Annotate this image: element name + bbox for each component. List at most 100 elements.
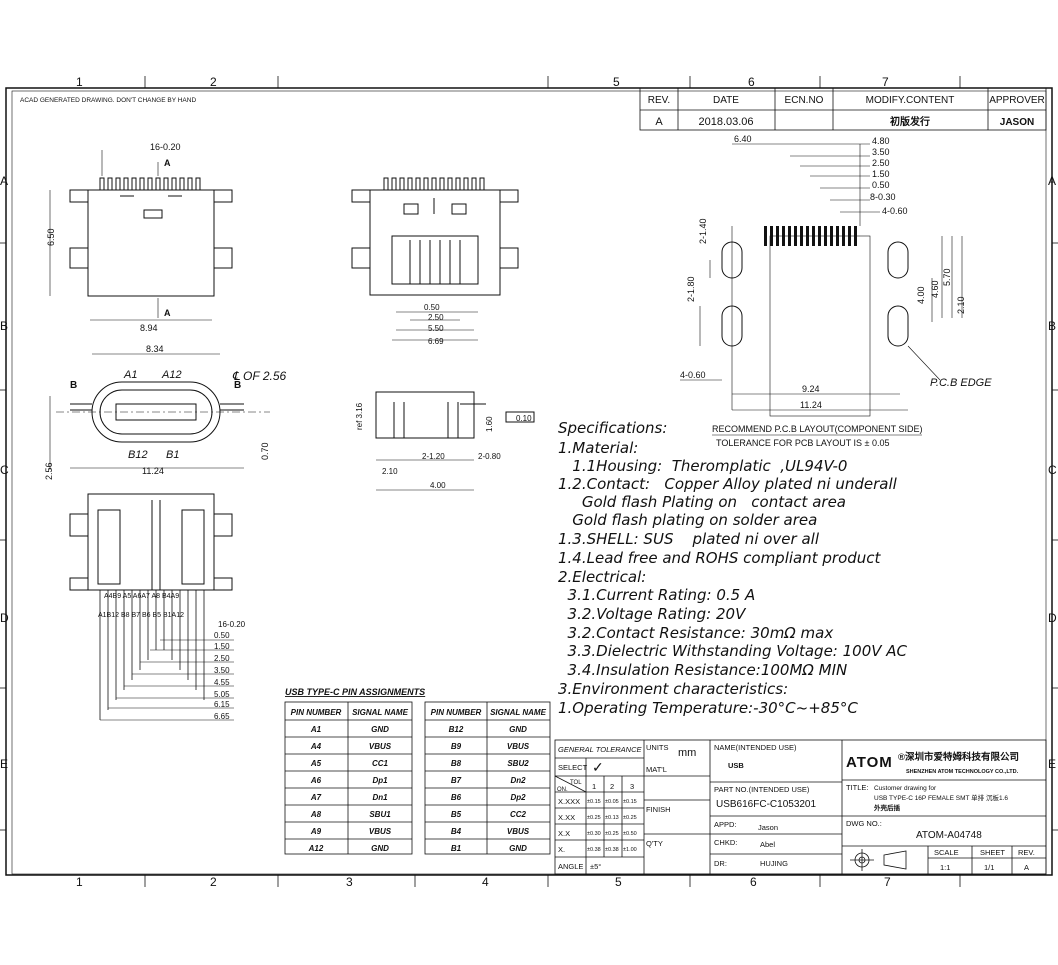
- appd-value: Jason: [758, 823, 778, 832]
- spec-line-11: 3.2.Contact Resistance: 30mΩ max: [558, 624, 833, 642]
- pin-left-0-sig: GND: [371, 725, 389, 734]
- tol-row-0-v3: ±0.15: [623, 799, 637, 805]
- tol-col-2: 2: [610, 782, 614, 791]
- angle-value: ±5°: [590, 862, 601, 871]
- pin-right-1-sig: VBUS: [507, 742, 530, 751]
- company-logo: ATOM: [846, 754, 893, 771]
- side-dim-h: 1.60: [485, 416, 494, 432]
- pin-table-title: USB TYPE-C PIN ASSIGNMENTS: [285, 687, 425, 697]
- title-line-1: Customer drawing for: [874, 785, 937, 792]
- company-name-en: SHENZHEN ATOM TECHNOLOGY CO.,LTD.: [906, 769, 1019, 775]
- mouth-label-a1: A1: [123, 369, 137, 381]
- top-dim-height: 6.50: [46, 228, 56, 246]
- header-note: ACAD GENERATED DRAWING. DON'T CHANGE BY …: [20, 97, 196, 104]
- general-tolerance-label: GENERAL TOLERANCE: [558, 745, 642, 754]
- front-dim-2: 2.50: [428, 313, 444, 322]
- tol-row-1-v1: ±0.25: [587, 815, 601, 821]
- side-view-dims: ref 3.16 1.60 0.10 2-1.20 2-0.80 2.10 4.…: [355, 402, 532, 490]
- bottom-view-pins: [99, 590, 205, 720]
- grid-row-d: D: [0, 611, 9, 625]
- mouth-label-b1: B1: [166, 449, 179, 461]
- grid-col-6: 6: [748, 75, 755, 89]
- scale-value: 1:1: [940, 863, 950, 872]
- pin-right-7-num: B1: [451, 844, 462, 853]
- bottom-dim-5: 4.55: [214, 678, 230, 687]
- rev-header-date: DATE: [713, 95, 739, 106]
- front-dim-3: 5.50: [428, 324, 444, 333]
- mouth-label-center: ℄ OF 2.56: [232, 369, 287, 383]
- spec-line-2: 1.1Housing: Theromplatic ,UL94V-0: [558, 457, 847, 475]
- pcb-edge-label: P.C.B EDGE: [930, 377, 992, 389]
- pin-right-header-number: PIN NUMBER: [431, 708, 482, 717]
- pin-right-6-sig: VBUS: [507, 827, 530, 836]
- bottom-view-dims: A4B9 A5 A6A7 A8 B4A9 A1B12 B8 B7 B6 B5 B…: [98, 593, 246, 721]
- pcb-pads: [764, 226, 857, 246]
- grid-col-4-bottom: 4: [482, 875, 489, 889]
- tol-row-2-label: X.X: [558, 829, 570, 838]
- rev-value-rev: A: [655, 116, 663, 128]
- spec-line-7: 1.4.Lead free and ROHS compliant product: [558, 549, 882, 567]
- tol-row-3-v1: ±0.38: [587, 847, 601, 853]
- pin-left-3-num: A6: [310, 776, 322, 785]
- front-view-pins: [383, 177, 485, 191]
- bottom-dim-6: 5.05: [214, 690, 230, 699]
- pcb-dim-top-4: 1.50: [872, 169, 890, 179]
- tol-row-3-v2: ±0.38: [605, 847, 619, 853]
- pin-right-5-num: B5: [451, 810, 462, 819]
- pin-left-2-num: A5: [310, 759, 322, 768]
- rev-value: A: [1024, 863, 1029, 872]
- mouth-view-dims: 8.34 A1 A12 ℄ OF 2.56 B B B12 B1 11.24 2…: [44, 344, 287, 480]
- pin-right-7-sig: GND: [509, 844, 527, 853]
- pcb-dim-top-2: 3.50: [872, 147, 890, 157]
- pin-left-1-num: A4: [310, 742, 322, 751]
- spec-line-4: Gold flash Plating on contact area: [558, 493, 846, 511]
- projection-symbol-icon: [850, 849, 907, 871]
- side-dim-flat: 0.10: [516, 414, 532, 423]
- mouth-view: [49, 353, 270, 470]
- pin-left-header-signal: SIGNAL NAME: [352, 708, 409, 717]
- pcb-dim-top-1: 4.80: [872, 136, 890, 146]
- bottom-pin-labels-bottom: A1B12 B8 B7 B6 B5 B1A12: [98, 612, 184, 619]
- pin-right-2-sig: SBU2: [507, 759, 529, 768]
- mouth-dim-overall: 11.24: [142, 466, 164, 476]
- select-check: ✓: [592, 759, 604, 775]
- pcb-dim-top-7: 4-0.60: [882, 206, 908, 216]
- pcb-dim-bottom-1: 9.24: [802, 384, 820, 394]
- pin-left-7-num: A12: [308, 844, 324, 853]
- pin-right-1-num: B9: [451, 742, 462, 751]
- bottom-dim-3: 2.50: [214, 654, 230, 663]
- part-value: USB616FC-C1053201: [716, 799, 816, 810]
- pin-left-4-sig: Dn1: [372, 793, 388, 802]
- pcb-tolerance: TOLERANCE FOR PCB LAYOUT IS ± 0.05: [716, 438, 890, 448]
- grid-col-1: 1: [76, 75, 83, 89]
- pcb-dim-side-1: 2-1.80: [686, 276, 696, 302]
- spec-line-12: 3.3.Dielectric Withstanding Voltage: 100…: [558, 642, 908, 660]
- pcb-layout: [680, 143, 963, 417]
- spec-line-10: 3.2.Voltage Rating: 20V: [558, 605, 747, 623]
- pin-right-4-sig: Dp2: [510, 793, 526, 802]
- rev-value-modify: 初版发行: [890, 115, 930, 128]
- pcb-layout-title: RECOMMEND P.C.B LAYOUT(COMPONENT SIDE): [712, 424, 923, 434]
- bottom-dim-1: 0.50: [214, 631, 230, 640]
- rev-value-date: 2018.03.06: [698, 116, 753, 128]
- sheet-value: 1/1: [984, 863, 994, 872]
- spec-line-9: 3.1.Current Rating: 0.5 A: [558, 586, 755, 604]
- sheet-label: SHEET: [980, 848, 1005, 857]
- pcb-dim-bottom-0: 4-0.60: [680, 370, 706, 380]
- tol-row-0-v1: ±0.15: [587, 799, 601, 805]
- spec-line-13: 3.4.Insulation Resistance:100MΩ MIN: [558, 661, 847, 679]
- title-label: TITLE:: [846, 783, 869, 792]
- grid-labels: 1 2 5 6 7 1 2 3 4 5 6 7 A B C D E A B C …: [0, 75, 1057, 889]
- chkd-label: CHKD:: [714, 838, 737, 847]
- title-line-3: 外壳后插: [874, 803, 901, 812]
- part-label: PART NO.(INTENDED USE): [714, 785, 810, 794]
- pin-left-6-sig: VBUS: [369, 827, 392, 836]
- pin-left-2-sig: CC1: [372, 759, 389, 768]
- tol-row-3-v3: ±1.00: [623, 847, 637, 853]
- pin-right-5-sig: CC2: [510, 810, 527, 819]
- front-view: [351, 177, 519, 341]
- tol-label: TOL: [570, 780, 582, 786]
- pin-right-4-num: B6: [451, 793, 462, 802]
- rev-header-approver: APPROVER: [989, 95, 1045, 106]
- mouth-dim-offset: 0.70: [260, 442, 270, 460]
